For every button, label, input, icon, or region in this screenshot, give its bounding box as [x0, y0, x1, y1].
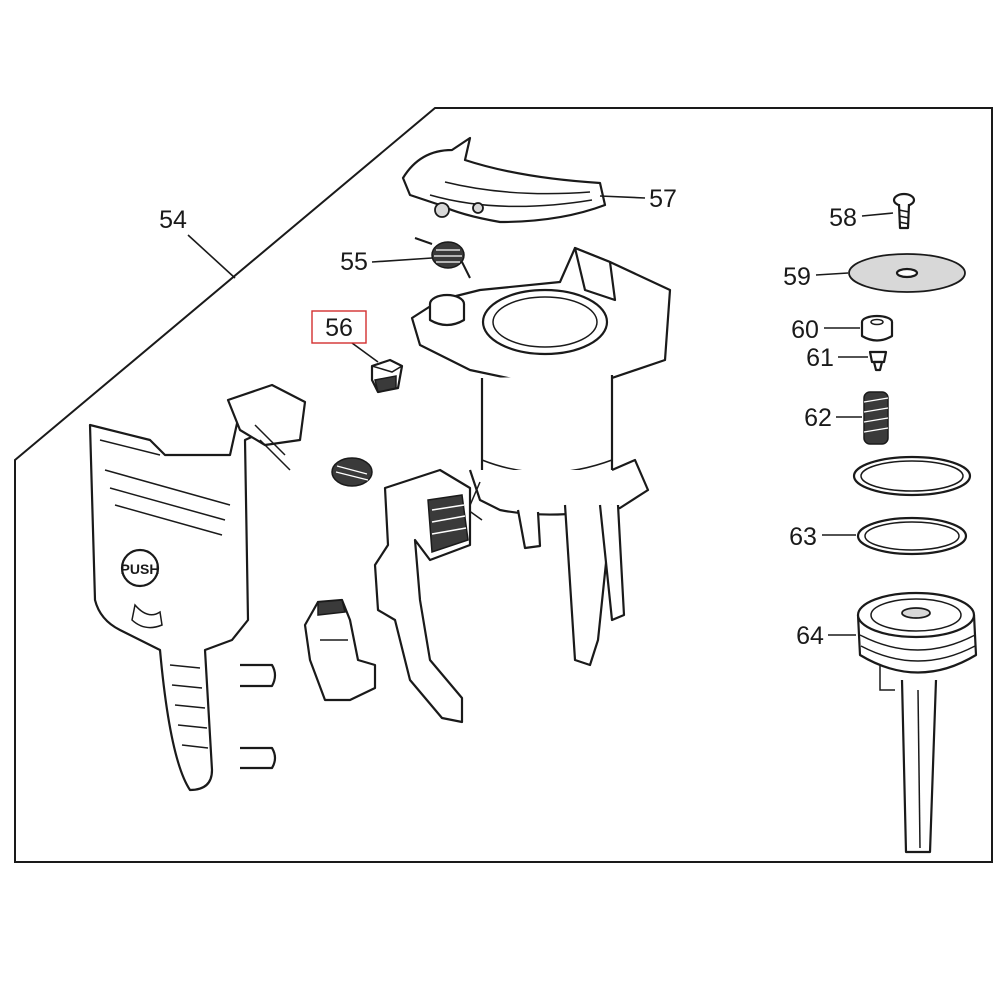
callout-61[interactable]: 61 [806, 344, 834, 372]
leader-58 [861, 212, 894, 217]
callout-59[interactable]: 59 [783, 263, 811, 291]
lever-arm [373, 468, 472, 724]
callout-labels: 54 55 56 57 58 59 60 61 62 63 64 [159, 185, 857, 650]
callout-63[interactable]: 63 [789, 523, 817, 551]
assembly-boundary [14, 107, 993, 863]
part-stamp-push: PUSH [121, 561, 160, 577]
leader-lines [187, 195, 894, 636]
part-63-o-rings [852, 455, 972, 556]
callout-54[interactable]: 54 [159, 206, 187, 234]
lever-bracket [303, 598, 377, 702]
callout-60[interactable]: 60 [791, 316, 819, 344]
part-54-front-panel: PUSH [88, 383, 307, 792]
callout-56[interactable]: 56 [325, 314, 353, 342]
part-61-valve [868, 350, 888, 372]
leader-57 [599, 195, 646, 199]
leader-55 [371, 257, 433, 263]
callout-64[interactable]: 64 [796, 622, 824, 650]
leader-59 [815, 272, 849, 276]
part-56-latch [370, 358, 404, 394]
part-55-torsion-spring [414, 237, 471, 279]
part-64-piston [856, 591, 978, 854]
main-housing [410, 246, 672, 667]
callout-57[interactable]: 57 [649, 185, 677, 213]
leader-54 [187, 234, 236, 279]
callout-62[interactable]: 62 [804, 404, 832, 432]
part-57-top-cap [401, 136, 607, 224]
small-spring [331, 457, 373, 487]
part-62-spring [863, 391, 889, 445]
callout-58[interactable]: 58 [829, 204, 857, 232]
part-58-screw [892, 192, 916, 230]
callout-56-highlight-box [311, 310, 367, 344]
leader-56 [351, 342, 379, 363]
part-59-screen-disc [848, 253, 966, 293]
callout-55[interactable]: 55 [340, 248, 368, 276]
part-60-nut [860, 314, 894, 342]
